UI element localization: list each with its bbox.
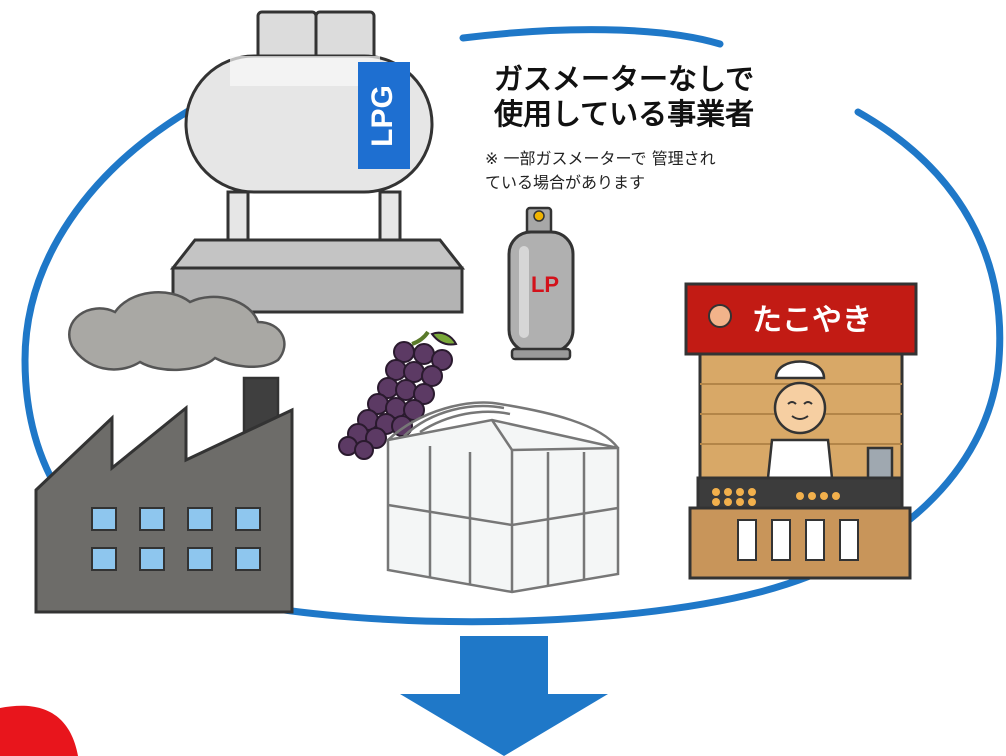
- footnote: ※ 一部ガスメーターで 管理され ている場合があります: [485, 147, 716, 195]
- tank-highlight: [230, 56, 380, 86]
- lpg-band: [358, 62, 410, 169]
- cook-body: [766, 438, 834, 480]
- factory: [34, 291, 294, 614]
- tank-valve-right: [314, 10, 376, 62]
- lpg-tank: LPG: [169, 10, 466, 314]
- stall-counter: [688, 506, 912, 580]
- cook-hat: [774, 360, 826, 380]
- cylinder-highlight: [519, 246, 529, 338]
- lp-label: LP: [531, 272, 559, 297]
- grape-bunch: [338, 330, 458, 460]
- factory-smoke: [68, 291, 286, 372]
- takoyaki-stall: たこやき: [684, 282, 918, 580]
- factory-windows: [91, 507, 261, 571]
- lp-cylinder: LP: [507, 206, 575, 361]
- grape-leaf: [430, 331, 458, 346]
- cook-face: [773, 381, 827, 435]
- grape-stem: [411, 330, 430, 346]
- red-badge-partial: [0, 705, 78, 756]
- ellipse-outline: [21, 106, 1004, 626]
- tank-base-top: [169, 238, 466, 270]
- stall-sign: たこやき: [752, 303, 872, 338]
- octopus-icon: [708, 304, 732, 328]
- lpg-label: LPG: [366, 85, 399, 147]
- note-line-2: ている場合があります: [485, 173, 646, 192]
- main-heading: ガスメーターなしで 使用している事業者: [494, 62, 754, 132]
- tank-valve-left: [256, 10, 318, 62]
- ellipse-top-arc: [459, 26, 724, 48]
- menu-cards: [737, 519, 859, 561]
- greenhouse: [386, 401, 620, 594]
- down-arrow-icon: [400, 636, 608, 756]
- heading-line-2: 使用している事業者: [494, 97, 755, 131]
- greenhouse-roof: [387, 401, 619, 449]
- cylinder-foot: [510, 347, 572, 361]
- group-ellipse: [21, 26, 1004, 626]
- heading-line-1: ガスメーターなしで: [494, 62, 755, 96]
- cylinder-valve-knob: [533, 210, 545, 222]
- note-line-1: ※ 一部ガスメーターで 管理され: [485, 149, 716, 168]
